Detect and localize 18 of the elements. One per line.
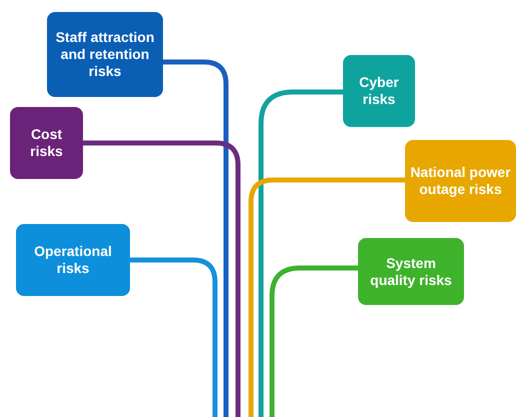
connector-line	[248, 178, 405, 417]
risk-box	[10, 107, 83, 179]
risk-label: National power outage risks	[409, 164, 512, 198]
risk-box	[358, 238, 464, 305]
risk-label: System quality risks	[369, 254, 453, 288]
risk-box	[16, 224, 130, 296]
risk-label: Staff attraction and retention risks	[54, 29, 156, 80]
connector-line	[270, 266, 358, 417]
risk-box	[47, 12, 163, 97]
risk-label: Operational risks	[33, 243, 113, 277]
risk-box	[405, 140, 516, 222]
risk-box	[343, 55, 415, 127]
connector-line	[130, 258, 218, 417]
risk-label: Cyber risks	[358, 74, 400, 108]
connector-line	[83, 140, 240, 417]
connector-line	[163, 60, 228, 417]
connector-line	[258, 90, 343, 417]
risk-label: Cost risks	[29, 126, 64, 160]
